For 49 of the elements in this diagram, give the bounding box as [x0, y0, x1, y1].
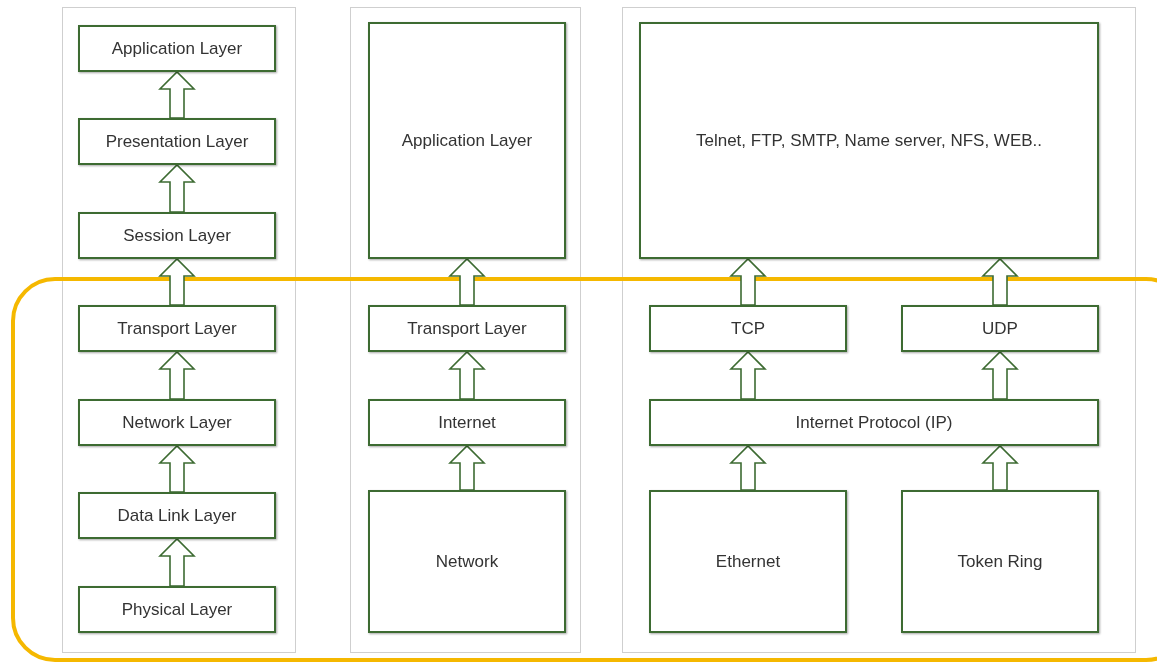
layer-label: Internet — [437, 412, 497, 433]
layer-box — [639, 22, 1099, 259]
layer-box — [649, 399, 1099, 446]
block-arrow — [729, 350, 767, 400]
layer-label: TCP — [730, 318, 766, 339]
layer-label: Application Layer — [400, 130, 534, 151]
block-arrow — [158, 444, 196, 493]
layer-label: Application Layer — [110, 38, 244, 59]
block-arrow — [158, 350, 196, 400]
layer-label: Physical Layer — [120, 599, 234, 620]
layer-label: Internet Protocol (IP) — [794, 412, 954, 433]
block-arrow — [158, 70, 196, 119]
layer-label: Transport Layer — [116, 318, 238, 339]
layer-label: Network Layer — [121, 412, 233, 433]
layer-label: Presentation Layer — [104, 131, 250, 152]
layer-box — [901, 305, 1099, 352]
block-arrow — [729, 257, 767, 306]
layer-box — [78, 305, 276, 352]
block-arrow — [448, 444, 486, 491]
block-arrow — [981, 444, 1019, 491]
layer-box — [368, 305, 566, 352]
layer-box — [78, 212, 276, 259]
layer-label: Ethernet — [714, 551, 782, 572]
layer-box — [78, 399, 276, 446]
layer-box — [78, 586, 276, 633]
layer-box — [368, 490, 566, 633]
block-arrow — [448, 257, 486, 306]
layer-box — [78, 25, 276, 72]
layer-label: Network — [434, 551, 500, 572]
layer-box — [78, 492, 276, 539]
layer-box — [368, 22, 566, 259]
layer-label: Telnet, FTP, SMTP, Name server, NFS, WEB.. — [694, 130, 1044, 151]
block-arrow — [158, 163, 196, 213]
layer-box — [78, 118, 276, 165]
layer-label: Data Link Layer — [116, 505, 238, 526]
layer-box — [368, 399, 566, 446]
layer-box — [649, 305, 847, 352]
layer-label: UDP — [981, 318, 1019, 339]
block-arrow — [981, 257, 1019, 306]
layer-box — [901, 490, 1099, 633]
block-arrow — [448, 350, 486, 400]
layer-label: Session Layer — [122, 225, 232, 246]
layer-label: Transport Layer — [406, 318, 528, 339]
block-arrow — [981, 350, 1019, 400]
layer-label: Token Ring — [956, 551, 1044, 572]
block-arrow — [158, 537, 196, 587]
layer-box — [649, 490, 847, 633]
block-arrow — [729, 444, 767, 491]
block-arrow — [158, 257, 196, 306]
